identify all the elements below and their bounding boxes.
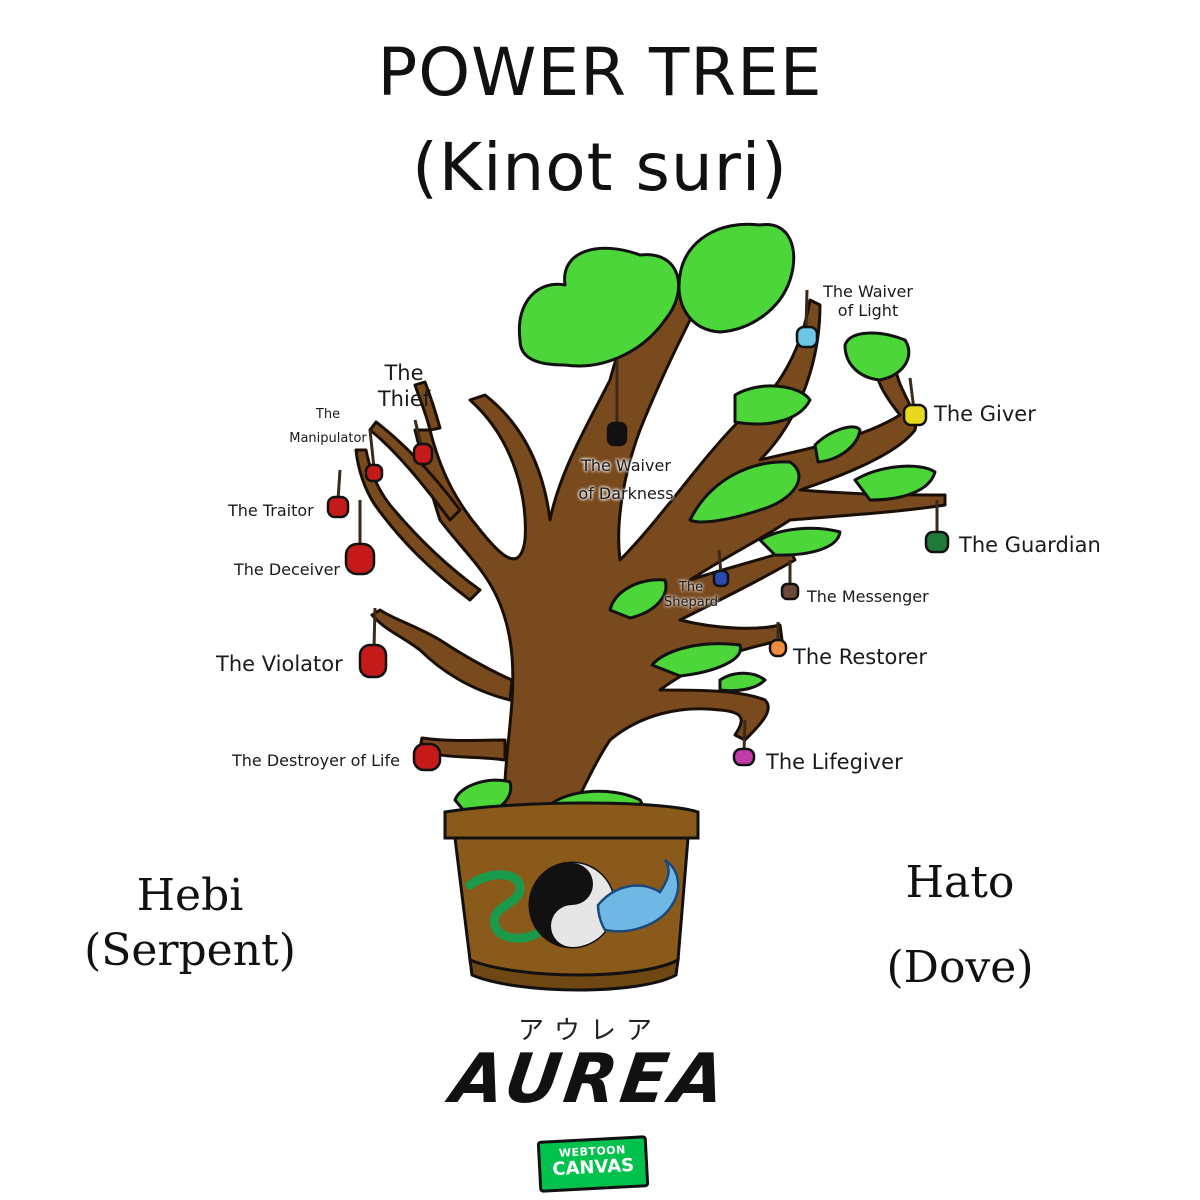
page-subtitle: (Kinot suri) [412,129,788,206]
webtoon-canvas-badge: WEBTOON CANVAS [536,1135,650,1193]
label-giver: The Giver [934,402,1036,426]
label-manipulator: The Manipulator [289,407,367,446]
serpent-emblem [465,870,550,943]
gem-lifegiver [732,747,756,767]
gem-restorer [768,638,788,658]
gem-waiver-of-darkness [606,421,628,447]
label-restorer: The Restorer [793,645,928,669]
aurea-logo: アウレア AUREA [440,1010,740,1130]
gem-violator [358,643,388,679]
tree-foliage [453,222,937,834]
dove-emblem [596,858,680,933]
label-messenger: The Messenger [807,587,929,606]
gem-messenger [780,582,800,601]
gem-traitor [326,495,350,519]
label-destroyer-of-life: The Destroyer of Life [232,751,400,770]
label-lifegiver: The Lifegiver [766,750,903,774]
gem-giver [902,403,928,427]
label-waiver-of-light: The Waiver of Light [823,282,913,320]
gem-destroyer-of-life [412,742,442,772]
label-waiver-of-darkness: The Waiver of Darkness [578,456,674,503]
label-deceiver: The Deceiver [234,560,340,579]
gem-manipulator [364,463,384,483]
power-gems [326,325,950,772]
page-title: POWER TREE [377,34,823,111]
label-shepard: The Shepard [663,580,719,610]
logo-wordmark: AUREA [446,1040,734,1119]
gem-shepard [712,569,730,588]
badge-line2: CANVAS [551,1154,635,1181]
label-thief: The Thief [377,361,431,411]
gem-waiver-of-light [795,325,819,349]
label-guardian: The Guardian [959,533,1101,557]
logo-kana: アウレア [517,1016,662,1046]
hebi-caption: Hebi (Serpent) [84,870,296,976]
yin-yang-emblem [528,861,616,949]
label-traitor: The Traitor [228,501,314,520]
label-violator: The Violator [216,652,343,676]
hato-caption: Hato (Dove) [886,857,1034,993]
gem-thief [412,442,434,466]
gem-guardian [924,530,950,554]
gem-deceiver [344,542,376,576]
